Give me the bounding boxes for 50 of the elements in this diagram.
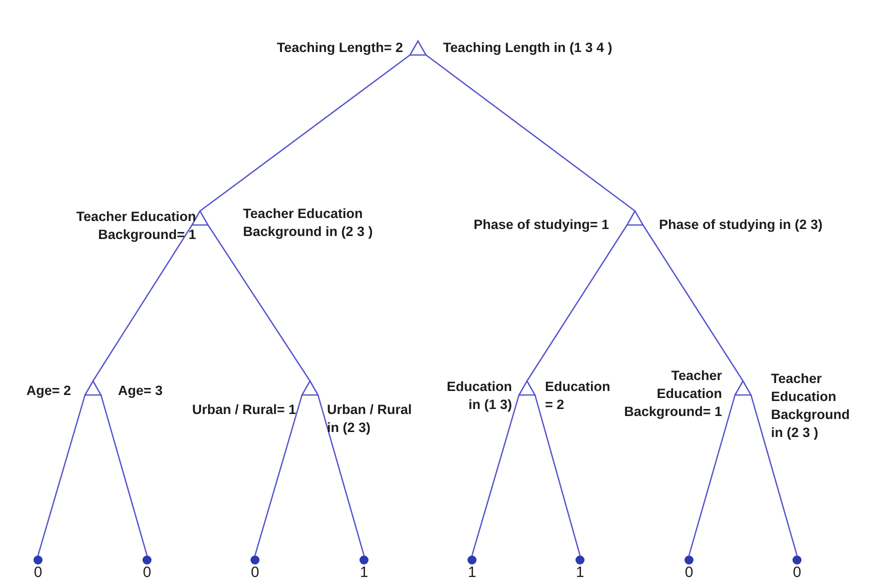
tree-branch-line	[750, 394, 798, 556]
split-condition-label: Education in (1 3)	[446, 378, 512, 414]
tree-branch-line	[426, 54, 636, 212]
tree-branch-line	[526, 224, 628, 382]
leaf-node-dot	[467, 555, 477, 565]
split-node-triangle	[734, 380, 752, 396]
tree-branch-line	[471, 394, 520, 556]
class-label: 1	[358, 564, 370, 582]
class-label: 0	[250, 564, 260, 582]
split-condition-label: Age= 3	[118, 382, 164, 400]
tree-branch-line	[200, 54, 410, 212]
split-node-triangle	[301, 380, 319, 396]
split-condition-label: Teaching Length= 2	[276, 39, 403, 57]
leaf-node-dot	[359, 555, 369, 565]
tree-branch-line	[92, 224, 193, 382]
split-condition-label: Teaching Length in (1 3 4 )	[443, 39, 614, 57]
class-label: 0	[142, 564, 152, 582]
leaf-node-dot	[250, 555, 260, 565]
class-label: 1	[574, 564, 586, 582]
class-label: 0	[792, 564, 802, 582]
split-condition-label: Urban / Rural in (2 3)	[327, 401, 413, 437]
leaf-node-dot	[33, 555, 43, 565]
tree-branch-line	[688, 394, 736, 556]
tree-branch-line	[37, 394, 86, 556]
class-label: 1	[466, 564, 478, 582]
split-node-triangle	[84, 380, 102, 396]
tree-branch-line	[207, 224, 311, 382]
split-condition-label: Teacher Education Background in (2 3 )	[243, 205, 374, 241]
split-condition-label: Teacher Education Background in (2 3 )	[771, 370, 851, 442]
split-node-triangle	[626, 210, 644, 226]
leaf-node-dot	[142, 555, 152, 565]
split-condition-label: Teacher Education Background= 1	[623, 367, 722, 421]
split-node-triangle	[409, 40, 427, 56]
split-condition-label: Education = 2	[545, 378, 612, 414]
split-condition-label: Age= 2	[25, 382, 71, 400]
class-label: 0	[32, 564, 44, 582]
split-condition-label: Urban / Rural= 1	[191, 401, 296, 419]
leaf-node-dot	[684, 555, 694, 565]
class-label: 0	[684, 564, 694, 582]
tree-branch-line	[100, 394, 148, 556]
leaf-node-dot	[575, 555, 585, 565]
tree-branch-line	[254, 394, 303, 556]
split-condition-label: Phase of studying= 1	[472, 216, 609, 234]
tree-branch-line	[642, 224, 744, 382]
tree-branch-line	[317, 394, 365, 556]
split-condition-label: Phase of studying in (2 3)	[659, 216, 824, 234]
tree-branch-line	[534, 394, 581, 556]
leaf-node-dot	[792, 555, 802, 565]
split-node-triangle	[518, 380, 536, 396]
split-condition-label: Teacher Education Background= 1	[75, 208, 196, 244]
